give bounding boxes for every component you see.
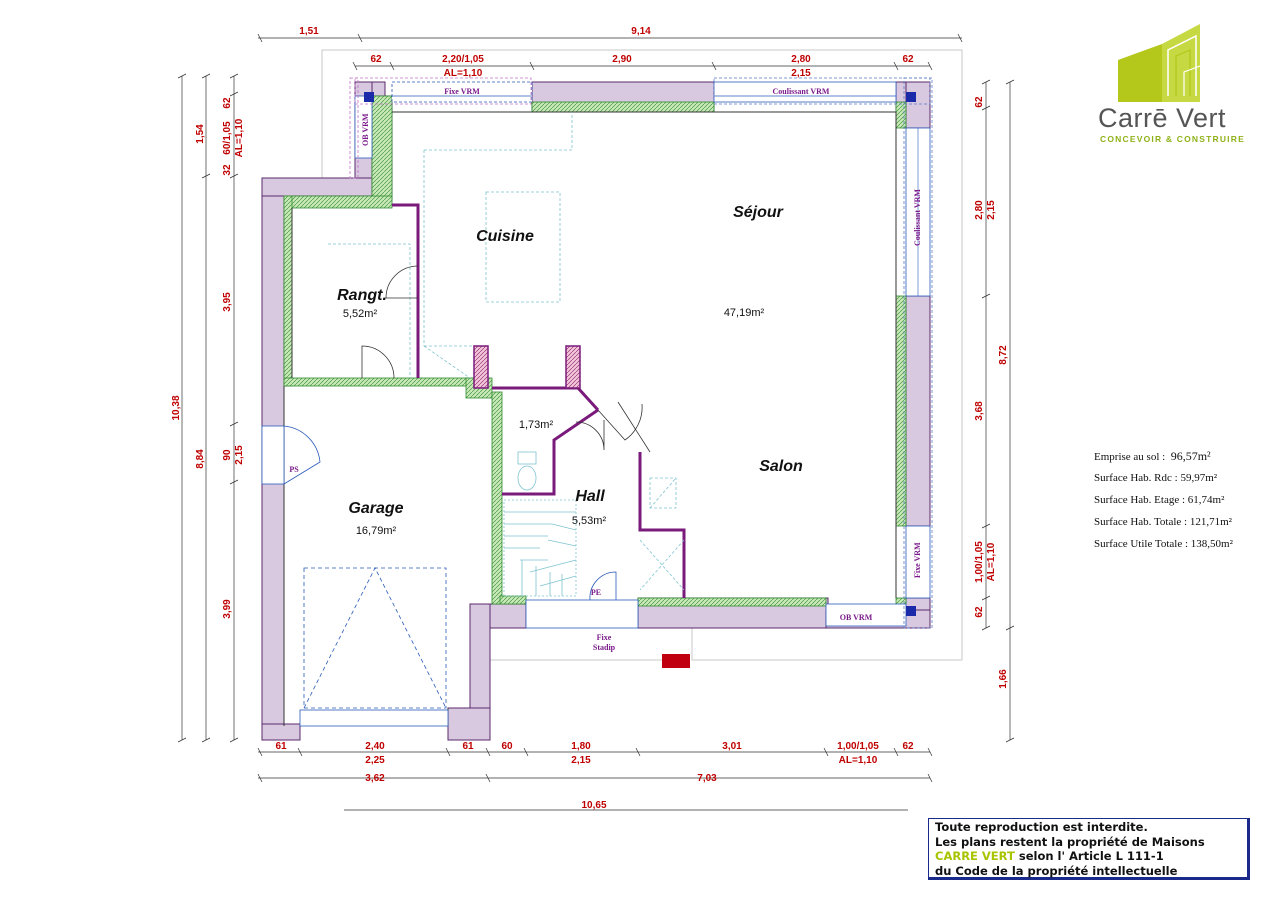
dim-top-280: 2,80 bbox=[791, 54, 811, 65]
column-left bbox=[473, 345, 489, 389]
surface-emprise-value: 96,57m² bbox=[1170, 449, 1211, 463]
dim-right-8-72: 8,72 bbox=[998, 345, 1009, 365]
window-fixe-stadip-label-1: Fixe bbox=[597, 633, 612, 642]
brand-name: Carrē Vert bbox=[1098, 103, 1227, 133]
room-garage-label: Garage bbox=[348, 500, 403, 517]
door-pe-label: PE bbox=[591, 588, 601, 597]
terrain-outline bbox=[321, 49, 963, 661]
dim-left-8-84: 8,84 bbox=[195, 449, 206, 469]
dim-bot-3-62: 3,62 bbox=[365, 773, 385, 784]
dim-left-al: AL=1,10 bbox=[234, 118, 245, 157]
meter-box bbox=[662, 654, 690, 668]
dim-bot-al: AL=1,10 bbox=[839, 755, 878, 766]
dim-left-32: 32 bbox=[222, 164, 233, 176]
dim-right-2-15: 2,15 bbox=[986, 200, 997, 220]
brand-tagline: CONCEVOIR & CONSTRUIRE bbox=[1100, 134, 1245, 144]
window-fixe-vrm-label: Fixe VRM bbox=[444, 87, 480, 96]
copyright-line4: du Code de la propriété intellectuelle bbox=[935, 863, 1178, 878]
dim-left-3-95: 3,95 bbox=[222, 292, 233, 312]
insulation bbox=[283, 95, 907, 609]
dim-bot-61b: 61 bbox=[462, 741, 474, 752]
dim-top-1-51: 1,51 bbox=[299, 26, 319, 37]
dim-top-62b: 62 bbox=[902, 54, 914, 65]
dim-left-60-105: 60/1,05 bbox=[222, 121, 233, 155]
dim-bot-10-65: 10,65 bbox=[581, 800, 606, 811]
dim-left-2-15: 2,15 bbox=[234, 445, 245, 465]
copyright-line1: Toute reproduction est interdite. bbox=[935, 820, 1148, 834]
surfaces-summary: Emprise au sol : 96,57m² Surface Hab. Rd… bbox=[1094, 449, 1233, 559]
door-ps-label: PS bbox=[289, 465, 299, 474]
dim-left-1-54: 1,54 bbox=[195, 124, 206, 144]
dim-bot-2-25: 2,25 bbox=[365, 755, 385, 766]
dim-bot-60: 60 bbox=[501, 741, 513, 752]
staircase bbox=[503, 451, 577, 597]
room-wc-area: 1,73m² bbox=[519, 419, 554, 431]
dim-bot-7-03: 7,03 bbox=[697, 773, 717, 784]
room-sejour-area: 47,19m² bbox=[724, 307, 765, 319]
surface-etage: Surface Hab. Etage : 61,74m² bbox=[1094, 494, 1225, 506]
window-ob-vrm-bottom-label: OB VRM bbox=[840, 613, 873, 622]
dim-top-al: AL=1,10 bbox=[444, 68, 483, 79]
kitchen-layout bbox=[328, 112, 685, 591]
room-rangt-label: Rangt. bbox=[337, 287, 387, 304]
dim-top-220: 2,20/1,05 bbox=[442, 54, 484, 65]
copyright-line2: Les plans restent la propriété de Maison… bbox=[935, 834, 1205, 849]
dim-left-3-99: 3,99 bbox=[222, 599, 233, 619]
dim-bot-2-15: 2,15 bbox=[571, 755, 591, 766]
window-fixe-vrm-right-label: Fixe VRM bbox=[913, 542, 922, 578]
dim-left-90: 90 bbox=[222, 449, 233, 461]
room-sejour-label: Séjour bbox=[733, 204, 784, 221]
dim-right-al: AL=1,10 bbox=[986, 542, 997, 581]
dim-right-2-80: 2,80 bbox=[974, 200, 985, 220]
dim-right-100-105: 1,00/1,05 bbox=[974, 541, 985, 583]
room-hall-area: 5,53m² bbox=[572, 515, 607, 527]
room-hall-label: Hall bbox=[575, 488, 605, 505]
surface-rdc: Surface Hab. Rdc : 59,97m² bbox=[1094, 472, 1218, 484]
dim-left-62: 62 bbox=[222, 97, 233, 109]
room-cuisine-label: Cuisine bbox=[476, 228, 534, 245]
dim-right-3-68: 3,68 bbox=[974, 401, 985, 421]
dim-bot-1-80: 1,80 bbox=[571, 741, 591, 752]
dim-top-290: 2,90 bbox=[612, 54, 632, 65]
surface-totale: Surface Hab. Totale : 121,71m² bbox=[1094, 516, 1232, 528]
room-garage-area: 16,79m² bbox=[356, 525, 397, 537]
interior-walls bbox=[392, 203, 686, 598]
dim-bot-61a: 61 bbox=[275, 741, 287, 752]
dim-right-1-66: 1,66 bbox=[998, 669, 1009, 689]
dim-bot-3-01: 3,01 bbox=[722, 741, 742, 752]
dim-top-215: 2,15 bbox=[791, 68, 811, 79]
copyright-brand: CARRE VERT bbox=[935, 849, 1015, 863]
windows bbox=[261, 77, 933, 727]
window-ob-vrm-left-label: OB VRM bbox=[361, 113, 370, 146]
window-coulissant-vrm-top-label: Coulissant VRM bbox=[773, 87, 830, 96]
surface-utile: Surface Utile Totale : 138,50m² bbox=[1094, 538, 1233, 550]
room-rangt-area: 5,52m² bbox=[343, 308, 378, 320]
window-coulissant-vrm-right-label: Coulissant VRM bbox=[913, 189, 922, 246]
doors bbox=[361, 265, 651, 453]
carre-vert-logo-icon bbox=[1118, 24, 1201, 102]
dim-bot-62: 62 bbox=[902, 741, 914, 752]
room-salon-label: Salon bbox=[759, 458, 803, 475]
copyright-line3: CARRE VERT selon l' Article L 111-1 bbox=[935, 849, 1164, 863]
window-fixe-stadip-label-2: Stadip bbox=[593, 643, 616, 652]
dim-bot-2-40: 2,40 bbox=[365, 741, 385, 752]
dim-bot-100-105: 1,00/1,05 bbox=[837, 741, 879, 752]
dim-left-10-38: 10,38 bbox=[171, 395, 182, 420]
dim-top-9-14: 9,14 bbox=[631, 26, 651, 37]
surface-emprise: Emprise au sol : 96,57m² bbox=[1094, 449, 1211, 463]
dim-top-62a: 62 bbox=[370, 54, 382, 65]
column-right bbox=[565, 345, 581, 389]
dim-right-62a: 62 bbox=[974, 96, 985, 108]
dimension-lines bbox=[177, 33, 1015, 811]
copyright-notice: Toute reproduction est interdite. Les pl… bbox=[928, 818, 1250, 880]
dim-right-62b: 62 bbox=[974, 606, 985, 618]
